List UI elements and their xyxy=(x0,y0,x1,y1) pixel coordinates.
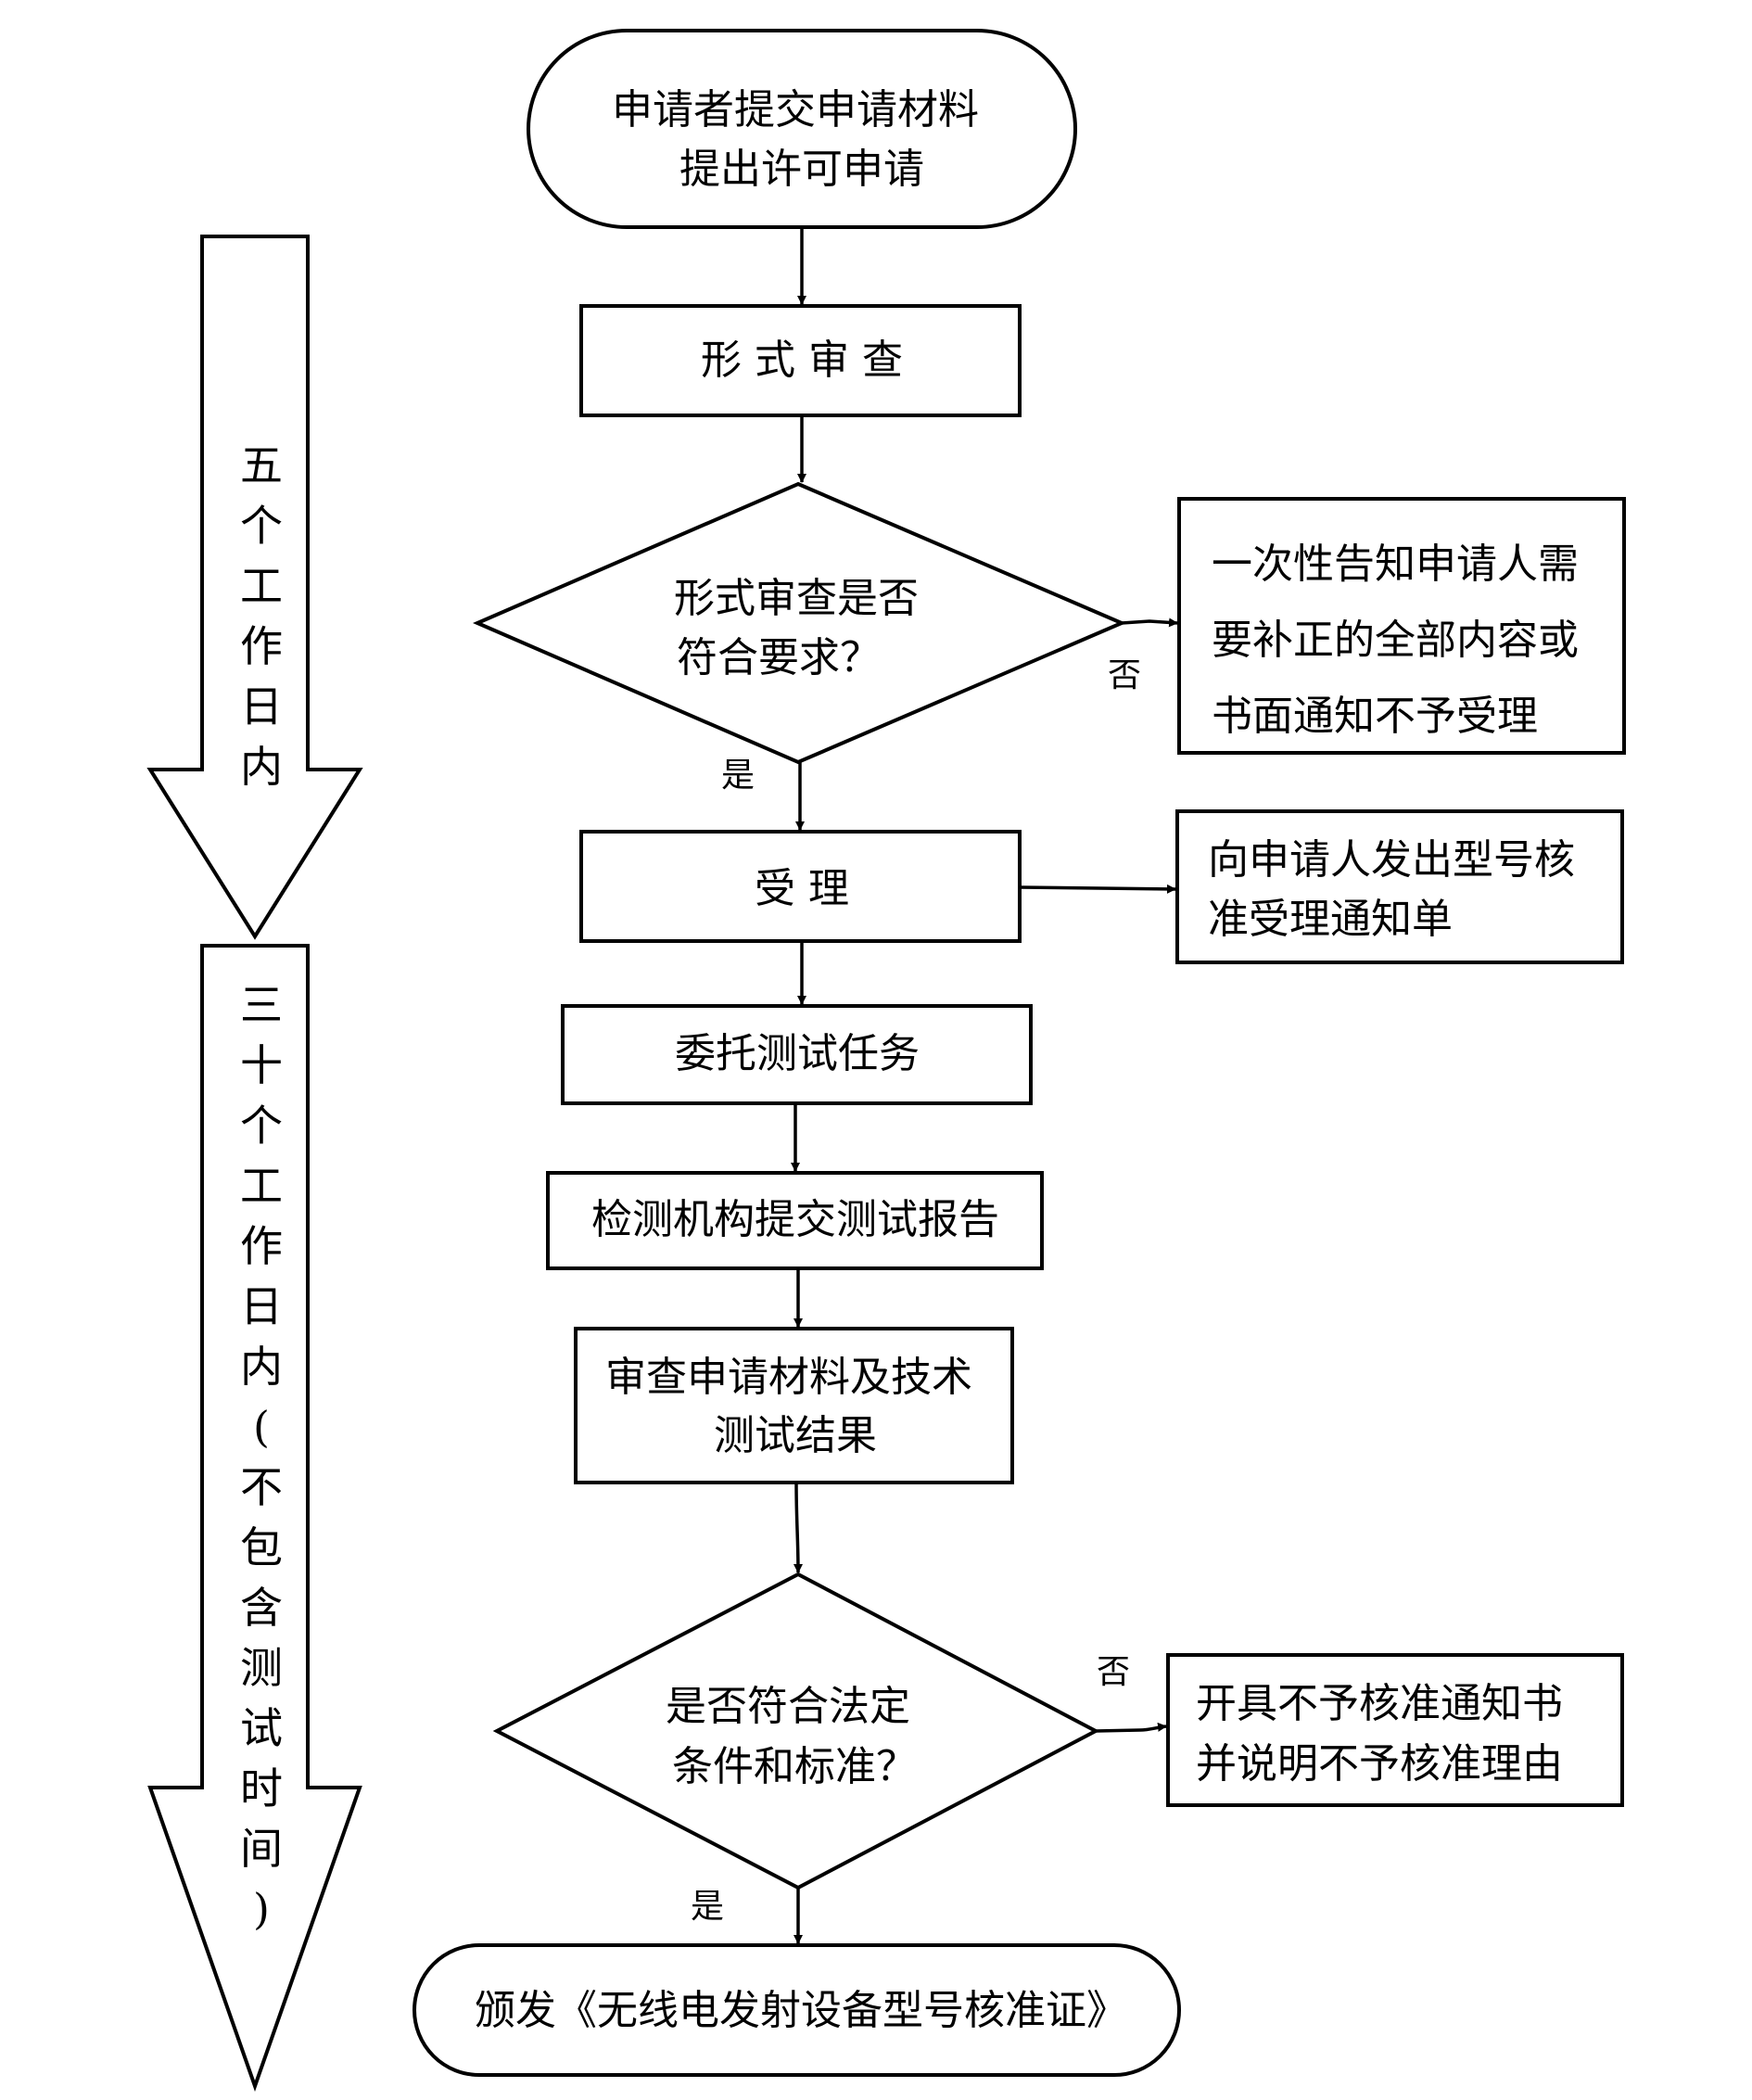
start-text: 申请者提交申请材料 提出许可申请 xyxy=(612,86,992,193)
phase2-text-char: 内 xyxy=(240,1342,283,1392)
review-results-text: 审查申请材料及技术 测试结果 xyxy=(605,1354,985,1459)
reject-notice-line-1: 开具不予核准通知书 xyxy=(1196,1680,1563,1727)
notify-correction-box xyxy=(1177,497,1626,755)
legal-check-line-2: 条件和标准？ xyxy=(672,1743,917,1790)
phase2-text-char: 间 xyxy=(240,1824,283,1874)
branch-label-no-2: 否 xyxy=(1097,1653,1130,1691)
timeline-arrow-5-days xyxy=(146,235,363,940)
branch-label-yes-2: 是 xyxy=(691,1888,724,1926)
delegate-test-text: 委托测试任务 xyxy=(675,1030,920,1077)
issue-certificate-terminal xyxy=(413,1943,1181,2077)
phase2-text-char: 时 xyxy=(240,1763,283,1814)
phase1-text-char: 五 xyxy=(240,440,283,490)
phase2-text-char: 不 xyxy=(240,1462,283,1512)
timeline-arrow-30-days xyxy=(147,944,362,2093)
phase2-text-char: 测 xyxy=(240,1643,283,1693)
test-report-box xyxy=(546,1171,1044,1270)
accept-notice-text: 向申请人发出型号核 准受理通知单 xyxy=(1208,836,1588,943)
branch-label-no-1: 否 xyxy=(1108,656,1141,694)
formal-check-text: 形式审查是否 符合要求？ xyxy=(674,575,932,681)
phase2-text-char: 包 xyxy=(240,1522,283,1572)
phase1-text-char: 日 xyxy=(240,681,283,732)
formal-review-text: 形 式 审 查 xyxy=(701,337,903,384)
connector-decision-no-reject xyxy=(1095,1722,1167,1733)
formal-review-box xyxy=(579,304,1022,417)
phase1-text-char: 个 xyxy=(240,501,283,551)
test-report-text: 检测机构提交测试报告 xyxy=(591,1196,999,1243)
review-results-line-2: 测试结果 xyxy=(714,1412,877,1459)
connector-decision-no-notify xyxy=(1121,617,1178,628)
reject-notice-line-2: 并说明不予核准理由 xyxy=(1196,1740,1563,1788)
phase2-text-char: 作 xyxy=(240,1221,283,1271)
notify-correction-line-1: 一次性告知申请人需 xyxy=(1212,541,1579,588)
phase2-text-char: 含 xyxy=(240,1583,283,1633)
branch-label-yes-1: 是 xyxy=(721,757,755,795)
accept-notice-line-2: 准受理通知单 xyxy=(1208,896,1453,943)
delegate-test-line: 委托测试任务 xyxy=(675,1030,920,1077)
accept-text: 受 理 xyxy=(755,865,849,912)
phase2-text-char: 十 xyxy=(240,1040,283,1090)
start-text-line-1: 申请者提交申请材料 xyxy=(612,86,979,134)
phase2-text-char: 试 xyxy=(240,1703,283,1753)
review-results-line-1: 审查申请材料及技术 xyxy=(605,1354,972,1401)
accept-notice-box xyxy=(1175,809,1624,964)
notify-correction-line-3: 书面通知不予受理 xyxy=(1212,693,1538,740)
legal-check-line-1: 是否符合法定 xyxy=(666,1683,910,1730)
phase1-text-char: 内 xyxy=(240,742,283,792)
delegate-test-box xyxy=(561,1004,1033,1105)
reject-notice-text: 开具不予核准通知书 并说明不予核准理由 xyxy=(1196,1680,1576,1788)
review-results-box xyxy=(574,1327,1014,1484)
phase1-text-char: 作 xyxy=(240,621,283,671)
formal-check-text-line-1: 形式审查是否 xyxy=(674,575,919,622)
connector-review-decision xyxy=(793,1482,803,1573)
notify-correction-text: 一次性告知申请人需 要补正的全部内容或 书面通知不予受理 xyxy=(1212,541,1592,740)
legal-check-decision xyxy=(492,1572,1100,1890)
phase1-text-char: 工 xyxy=(240,561,283,611)
accept-notice-line-1: 向申请人发出型号核 xyxy=(1208,836,1575,884)
phase2-text-char: ) xyxy=(253,1884,270,1934)
accept-box xyxy=(579,830,1022,943)
formal-review-text-line: 形 式 审 查 xyxy=(701,337,903,384)
reject-notice-box xyxy=(1166,1653,1624,1807)
phase2-text-char: ( xyxy=(253,1402,270,1452)
test-report-line: 检测机构提交测试报告 xyxy=(591,1196,999,1243)
issue-certificate-text: 颁发《无线电发射设备型号核准证》 xyxy=(475,1987,1127,2034)
notify-correction-line-2: 要补正的全部内容或 xyxy=(1212,617,1579,664)
formal-check-text-line-2: 符合要求？ xyxy=(677,634,881,681)
issue-certificate-line: 颁发《无线电发射设备型号核准证》 xyxy=(475,1987,1127,2034)
formal-check-decision xyxy=(472,481,1127,765)
phase2-text-char: 工 xyxy=(240,1161,283,1211)
legal-check-text: 是否符合法定 条件和标准？ xyxy=(666,1683,923,1790)
connector-accept-notice xyxy=(1019,884,1176,894)
phase2-text-char: 个 xyxy=(240,1101,283,1151)
start-text-line-2: 提出许可申请 xyxy=(679,146,924,193)
phase2-text-char: 三 xyxy=(240,980,283,1030)
phase2-text-char: 日 xyxy=(240,1281,283,1331)
accept-text-line: 受 理 xyxy=(755,865,849,912)
